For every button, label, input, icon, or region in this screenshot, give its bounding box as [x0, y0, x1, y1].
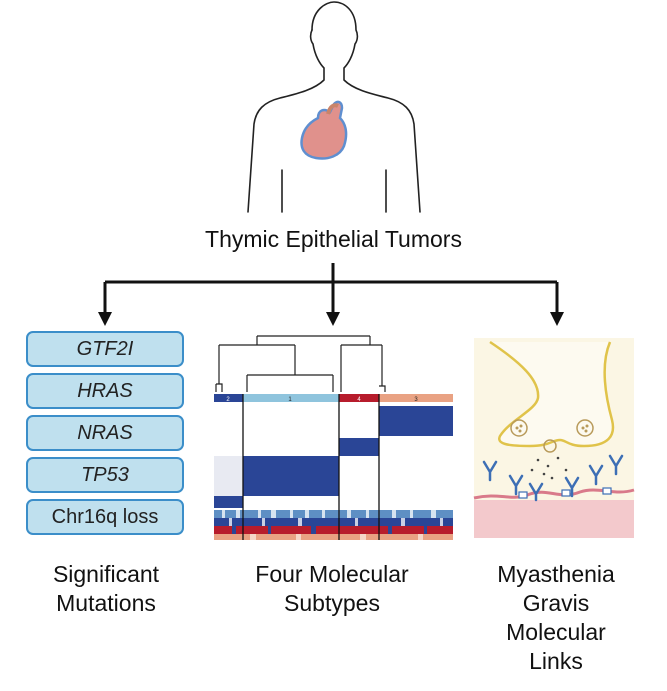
subtype-label-3: 3 [414, 397, 418, 403]
gene-box-tp53: TP53 [26, 457, 184, 493]
gene-box-hras: HRAS [26, 373, 184, 409]
gene-box-chr16q-loss: Chr16q loss [26, 499, 184, 535]
subtype-label-2: 2 [226, 397, 230, 403]
antibody-icon [482, 454, 624, 502]
subtype-label-4: 4 [357, 397, 361, 403]
annotation-rows [214, 510, 453, 540]
arrow-head-right [550, 312, 564, 326]
mg-caption: Myasthenia Gravis Molecular Links [497, 561, 615, 674]
dendrogram [215, 335, 386, 392]
arrow-head-center [326, 312, 340, 326]
diagram-title: Thymic Epithelial Tumors [205, 226, 462, 252]
subtype-label-1: 1 [288, 397, 292, 403]
subtypes-caption: Four Molecular Subtypes [255, 561, 409, 616]
mutations-caption: Significant Mutations [52, 561, 160, 616]
heart-icon [300, 100, 348, 160]
gene-box-gtf2i: GTF2I [26, 331, 184, 367]
gene-box-nras: NRAS [26, 415, 184, 451]
arrow-head-left [98, 312, 112, 326]
vesicle-icon [510, 419, 594, 453]
